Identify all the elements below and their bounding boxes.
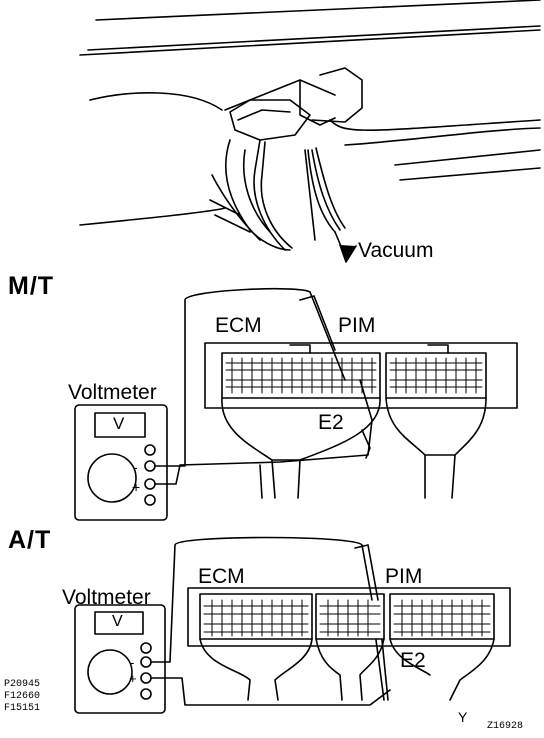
minus-terminal-at: - bbox=[130, 655, 135, 670]
e2-label-at: E2 bbox=[400, 649, 426, 672]
ecm-connector-at bbox=[187, 587, 511, 701]
minus-terminal-mt: - bbox=[133, 459, 138, 475]
pim-label-at: PIM bbox=[385, 565, 423, 588]
vacuum-label: Vacuum bbox=[358, 239, 434, 262]
figure-id: Z16928 bbox=[487, 721, 524, 732]
ecm-label-mt: ECM bbox=[215, 314, 262, 337]
voltmeter-display-at: V bbox=[112, 613, 123, 630]
test-leads-at bbox=[150, 536, 391, 706]
at-heading: A/T bbox=[8, 526, 52, 554]
ecm-label-at: ECM bbox=[198, 565, 245, 588]
plus-terminal-at: + bbox=[129, 671, 137, 686]
code-1: P20945 bbox=[4, 679, 41, 690]
plus-terminal-mt: + bbox=[132, 479, 141, 495]
code-2: F12660 bbox=[4, 691, 41, 702]
pim-label-mt: PIM bbox=[338, 314, 376, 337]
code-3: F15151 bbox=[4, 703, 41, 714]
voltmeter-label-at: Voltmeter bbox=[62, 586, 151, 609]
voltmeter-mt bbox=[74, 404, 168, 521]
y-mark: Y bbox=[458, 709, 468, 725]
mt-heading: M/T bbox=[8, 272, 55, 300]
e2-label-mt: E2 bbox=[318, 411, 344, 434]
voltmeter-display-mt: V bbox=[113, 414, 125, 433]
ecm-connector-mt bbox=[204, 342, 518, 499]
voltmeter-label-mt: Voltmeter bbox=[68, 381, 157, 404]
voltmeter-at bbox=[74, 604, 166, 714]
test-leads-mt bbox=[154, 287, 373, 485]
vacuum-sensor-illustration bbox=[79, 0, 541, 263]
